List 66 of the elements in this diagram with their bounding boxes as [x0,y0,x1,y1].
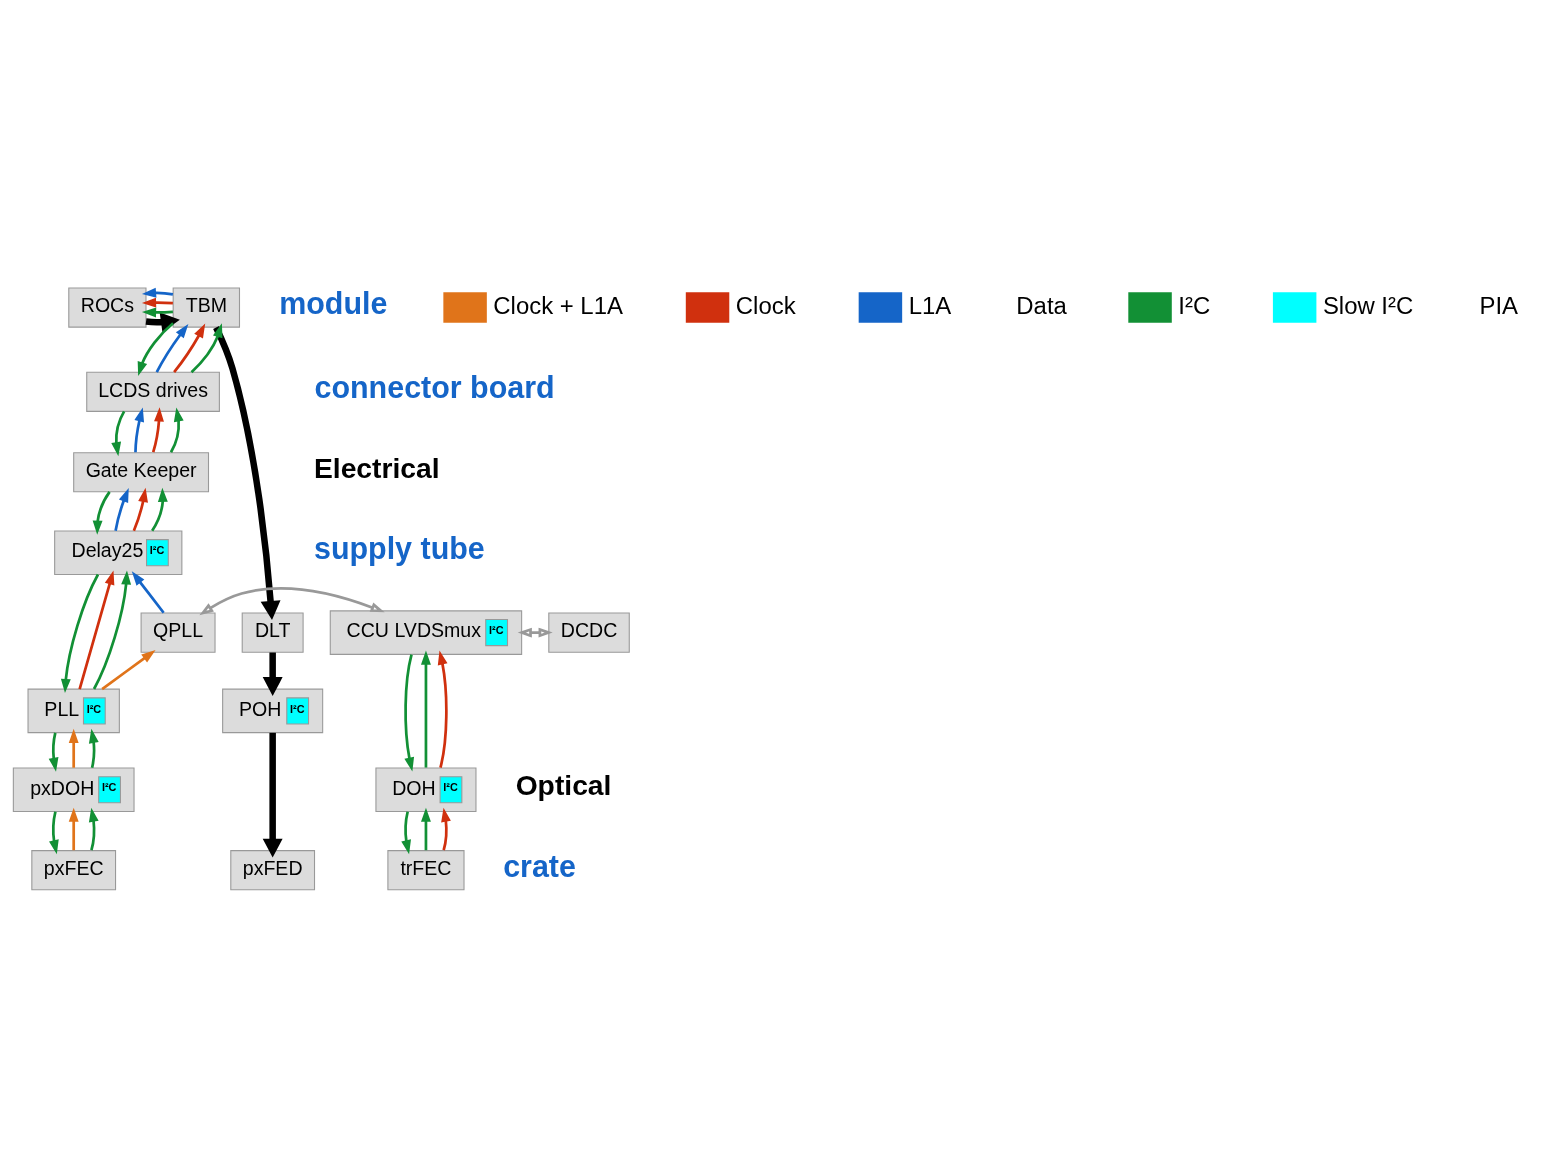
arrow [145,311,180,332]
node-box: pxFED [229,849,315,890]
legend-label: I²C [1177,291,1210,319]
arrow [150,487,168,531]
arrow [48,732,58,772]
node-box: PLL I²C [27,688,120,733]
arrow [141,297,173,308]
arrow [141,307,173,317]
node-box: QPLL [140,612,216,653]
arrow [77,570,114,689]
arrow [113,487,129,531]
arrow [88,807,99,851]
arrow [48,811,59,854]
arrow [88,728,99,768]
legend-label: Slow I²C [1322,291,1413,319]
node-box: pxDOH I²C [12,766,135,812]
arrow [403,653,414,772]
legend-label: PIA [1478,291,1518,319]
label: connector board [314,369,555,404]
legend-label: Data [1015,291,1067,319]
node-box: Delay25 I²C [53,529,182,575]
arrow [400,811,411,854]
arrow [137,321,174,376]
arrow [172,323,205,373]
arrow [262,732,283,858]
label: module [278,285,387,320]
arrow [212,325,280,620]
node-box: DCDC [547,612,630,653]
node-box: TBM [172,286,240,328]
arrow [198,586,385,615]
legend-label: Clock + L1A [492,291,623,319]
node-box: trFEC [386,849,465,890]
arrow [190,322,222,373]
arrow [420,650,431,768]
arrow [151,406,164,453]
arrow [169,406,184,453]
arrow [155,323,188,373]
node-box: pxFEC [30,849,116,890]
label: supply tube [313,530,485,565]
node-box: Gate Keeper [72,451,209,492]
legend-label: L1A [908,291,951,319]
node-box: ROCs [67,286,147,328]
arrow [420,807,431,850]
arrow [100,649,156,690]
node-box: DLT [241,612,304,653]
arrow [262,652,283,696]
arrow [92,490,111,535]
label: Electrical [313,451,440,484]
arrow [68,807,79,850]
arrow [440,807,451,851]
node-box: CCU LVDSmux I²C [329,609,522,655]
arrow [132,487,148,531]
arrow [133,406,144,452]
arrow [437,650,448,768]
label: Optical [515,768,611,801]
node-box: LCDS drives [85,371,220,412]
arrow [141,287,173,298]
node-box: POH I²C [221,688,323,733]
arrow [131,570,165,614]
node-box: DOH I²C [374,766,476,812]
arrow [68,728,79,768]
arrow [60,573,99,693]
arrow [92,569,131,690]
arrow [110,410,125,456]
legend-label: Clock [735,291,796,319]
label: crate [502,848,576,883]
